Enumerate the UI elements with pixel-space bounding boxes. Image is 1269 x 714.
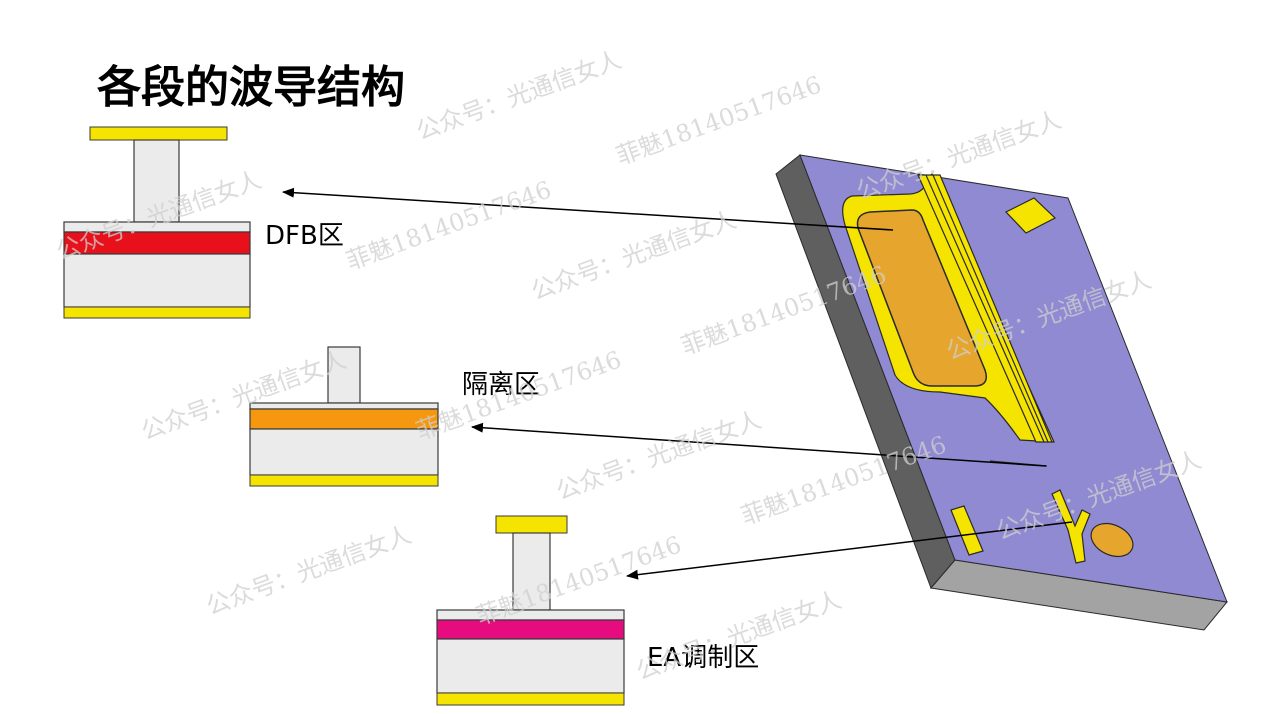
dfb-ridge [133, 139, 180, 223]
watermark-account: 公众号：光通信女人 [527, 205, 740, 305]
ea-electrode [1051, 489, 1091, 564]
chip-3d-view [775, 154, 1228, 631]
ea-absorption-layer [436, 619, 625, 640]
page-title: 各段的波导结构 [97, 62, 405, 113]
ea-substrate [436, 638, 625, 694]
watermark-name: 菲魅18140517646 [612, 70, 825, 170]
isolation-pointer-arrow [471, 422, 1047, 467]
ea-top-contact [495, 515, 568, 534]
dfb-pointer-arrow [282, 187, 894, 231]
chip-small-stripe [950, 505, 984, 556]
watermark-name: 菲魅18140517646 [342, 175, 555, 275]
chip-square-pad [1005, 197, 1057, 234]
ea-label: EA调制区 [647, 643, 759, 673]
ea-bottom-contact [436, 692, 625, 706]
watermark-account: 公众号：光通信女人 [412, 45, 625, 145]
dfb-electrode-pad [856, 209, 988, 387]
dfb-label: DFB区 [265, 221, 344, 251]
ea-cross-section [436, 515, 625, 706]
ea-ridge [512, 532, 551, 611]
watermark-account: 公众号：光通信女人 [552, 405, 765, 505]
watermark-account: 公众号：光通信女人 [202, 520, 415, 620]
dfb-bottom-contact [63, 306, 251, 319]
ea-electrode-pad [1090, 522, 1134, 558]
dfb-cross-section [63, 126, 251, 319]
isolation-cross-section [249, 346, 439, 487]
ea-pointer-arrow [626, 521, 1073, 580]
isolation-label: 隔离区 [462, 370, 540, 400]
isolation-upper-cladding [249, 402, 439, 410]
isolation-layer [249, 408, 439, 430]
isolation-bottom-contact [249, 474, 439, 487]
dfb-substrate [63, 253, 251, 308]
dfb-top-contact [89, 126, 228, 141]
isolation-substrate [249, 428, 439, 476]
isolation-ridge [327, 346, 361, 404]
